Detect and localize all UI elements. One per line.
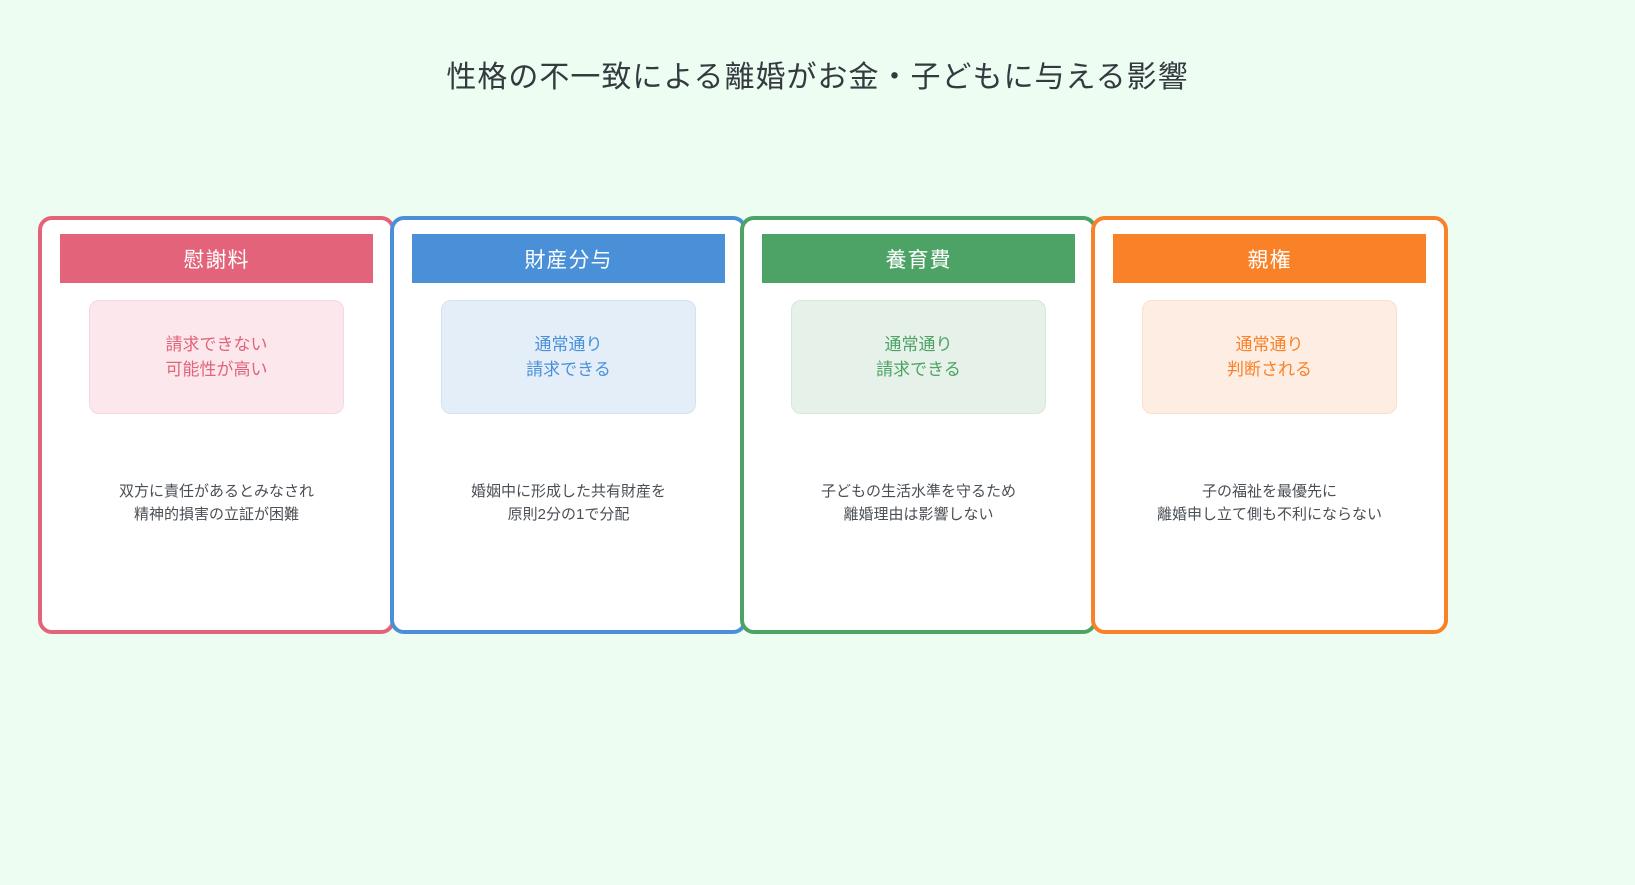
card-description-youikuhi: 子どもの生活水準を守るため 離婚理由は影響しない [764,480,1073,527]
card-badge-youikuhi: 通常通り 請求できる [791,300,1046,414]
desc-line-2: 離婚申し立て側も不利にならない [1156,506,1382,524]
card-badge-shinken: 通常通り 判断される [1142,300,1397,414]
badge-line-2: 請求できる [876,360,961,379]
card-header-label: 親権 [1247,248,1292,272]
badge-line-2: 請求できる [526,360,611,379]
desc-line-2: 精神的損害の立証が困難 [133,506,299,524]
card-description-zaisanbunyo: 婚姻中に形成した共有財産を 原則2分の1で分配 [414,480,723,527]
badge-line-2: 可能性が高い [165,360,268,379]
desc-line-1: 子どもの生活水準を守るため [820,483,1016,500]
card-header-label: 財産分与 [524,248,613,272]
card-header-label: 慰謝料 [183,248,250,272]
card-header-zaisanbunyo: 財産分与 [412,234,725,283]
card-description-shinken: 子の福祉を最優先に 離婚申し立て側も不利にならない [1115,480,1424,527]
badge-line-1: 通常通り [884,334,953,354]
card-badge-isharyo: 請求できない 可能性が高い [89,300,344,414]
card-isharyo: 慰謝料 請求できない 可能性が高い 双方に責任があるとみなされ 精神的損害の立証… [38,216,395,634]
card-header-label: 養育費 [885,248,952,272]
card-badge-zaisanbunyo: 通常通り 請求できる [441,300,696,414]
badge-line-1: 請求できない [165,334,268,354]
desc-line-2: 離婚理由は影響しない [843,506,994,524]
card-header-isharyo: 慰謝料 [60,234,373,283]
cards-container: 慰謝料 請求できない 可能性が高い 双方に責任があるとみなされ 精神的損害の立証… [38,216,1463,634]
badge-line-2: 判断される [1227,360,1312,379]
card-shinken: 親権 通常通り 判断される 子の福祉を最優先に 離婚申し立て側も不利にならない [1091,216,1448,634]
card-header-youikuhi: 養育費 [762,234,1075,283]
card-header-shinken: 親権 [1113,234,1426,283]
card-description-isharyo: 双方に責任があるとみなされ 精神的損害の立証が困難 [62,480,371,527]
page-title: 性格の不一致による離婚がお金・子どもに与える影響 [446,61,1189,94]
desc-line-2: 原則2分の1で分配 [507,506,630,524]
desc-line-1: 双方に責任があるとみなされ [118,483,314,500]
card-zaisanbunyo: 財産分与 通常通り 請求できる 婚姻中に形成した共有財産を 原則2分の1で分配 [390,216,747,634]
desc-line-1: 子の福祉を最優先に [1201,483,1337,500]
badge-line-1: 通常通り [1235,334,1304,354]
card-youikuhi: 養育費 通常通り 請求できる 子どもの生活水準を守るため 離婚理由は影響しない [740,216,1097,634]
badge-line-1: 通常通り [534,334,603,354]
desc-line-1: 婚姻中に形成した共有財産を [470,483,666,500]
